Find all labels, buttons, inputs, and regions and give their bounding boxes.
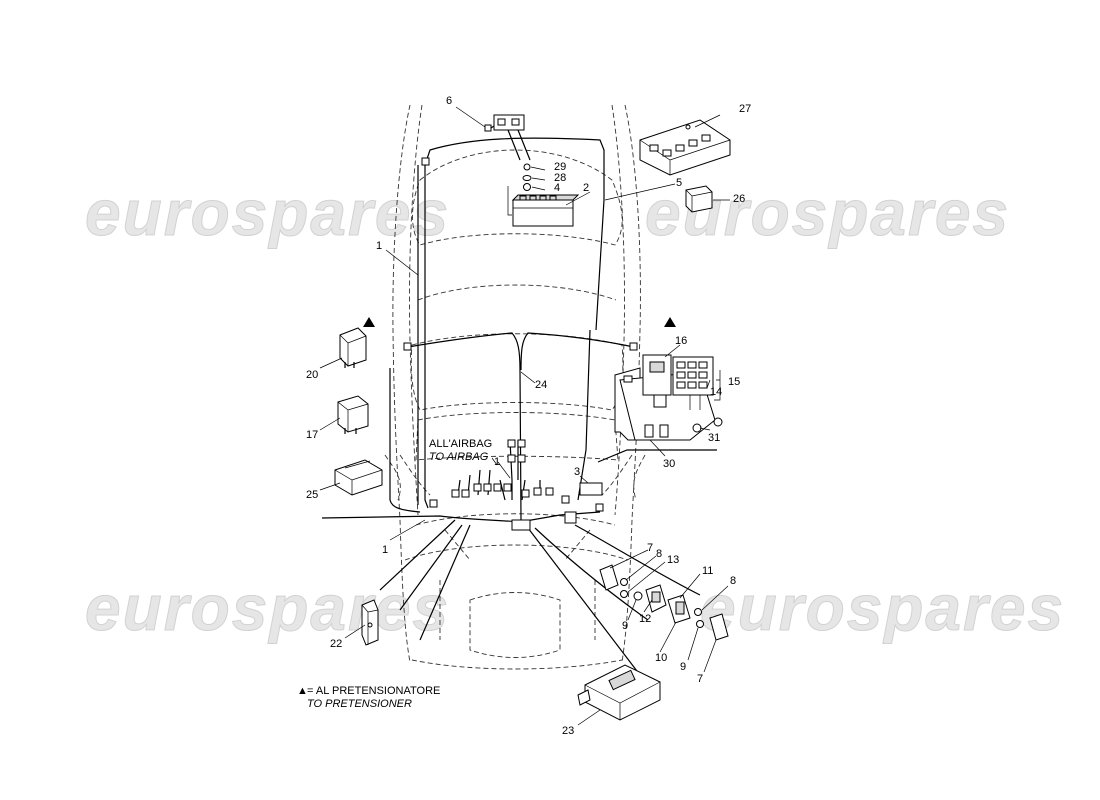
- callout-1-top: 1: [376, 240, 382, 252]
- sensor-assembly-right[interactable]: [667, 594, 729, 641]
- callout-17: 17: [306, 429, 318, 441]
- harness-connectors: [403, 157, 638, 531]
- control-module-25[interactable]: [334, 459, 383, 496]
- wiring-harness: [321, 137, 717, 676]
- callout-labels: 6 29 28 4 2 5 27 26 1 20 17 25 16 15 14 …: [306, 95, 751, 737]
- relay-17[interactable]: [337, 395, 369, 434]
- callout-13: 13: [667, 554, 679, 566]
- callout-24: 24: [535, 379, 547, 391]
- callout-14: 14: [710, 386, 722, 398]
- pretensioner-marker-right: [664, 317, 676, 327]
- callout-5: 5: [676, 177, 682, 189]
- leader-lines: [319, 106, 730, 726]
- callout-6: 6: [446, 95, 452, 107]
- callout-9-right: 9: [680, 661, 686, 673]
- car-body-outline: [384, 104, 646, 670]
- callout-9-left: 9: [622, 620, 628, 632]
- battery-connector-plate[interactable]: [484, 114, 531, 161]
- fuse-relay-box[interactable]: [614, 354, 723, 441]
- callout-27: 27: [739, 103, 751, 115]
- callout-23: 23: [562, 725, 574, 737]
- legend-italian: = AL PRETENSIONATORE: [307, 685, 440, 697]
- callout-4: 4: [554, 182, 560, 194]
- airbag-note-italian: ALL'AIRBAG: [429, 438, 492, 450]
- sensor-assembly-left[interactable]: [599, 564, 667, 613]
- callout-26: 26: [733, 193, 745, 205]
- relay-26[interactable]: [685, 185, 713, 213]
- relay-holder-bracket[interactable]: [639, 119, 731, 176]
- connector-block-3[interactable]: [579, 482, 603, 496]
- callout-10: 10: [655, 652, 667, 664]
- callout-22: 22: [330, 638, 342, 650]
- callout-15: 15: [728, 376, 740, 388]
- callout-30: 30: [663, 458, 675, 470]
- callout-7-top: 7: [647, 542, 653, 554]
- watermark-4: eurospares: [700, 572, 1065, 644]
- legend-symbol: ▲: [297, 685, 308, 697]
- pretensioner-marker-left: [363, 317, 375, 327]
- battery[interactable]: [507, 186, 580, 227]
- callout-1-bottom: 1: [382, 544, 388, 556]
- callout-25: 25: [306, 489, 318, 501]
- battery-terminal-parts[interactable]: [522, 163, 532, 191]
- airbag-note: ALL'AIRBAG TO AIRBAG: [429, 438, 498, 466]
- legend-english: TO PRETENSIONER: [307, 698, 412, 710]
- callout-12: 12: [639, 613, 651, 625]
- callout-7-bottom: 7: [697, 673, 703, 685]
- callout-2: 2: [583, 182, 589, 194]
- callout-3: 3: [574, 466, 580, 478]
- callout-8-left: 8: [656, 548, 662, 560]
- callout-20: 20: [306, 369, 318, 381]
- callout-28: 28: [554, 172, 566, 184]
- callout-29: 29: [554, 161, 566, 173]
- bracket-22[interactable]: [361, 599, 379, 646]
- airbag-note-english: TO AIRBAG: [429, 451, 489, 463]
- callout-31: 31: [708, 432, 720, 444]
- relay-20[interactable]: [339, 327, 367, 368]
- airbag-control-unit[interactable]: [577, 664, 661, 721]
- callout-1-center: 1: [494, 456, 500, 468]
- watermark-3: eurospares: [85, 572, 450, 644]
- callout-16: 16: [675, 335, 687, 347]
- callout-8-right: 8: [730, 575, 736, 587]
- callout-11: 11: [702, 565, 713, 577]
- watermark-1: eurospares: [85, 177, 450, 249]
- pretensioner-legend: ▲ = AL PRETENSIONATORE TO PRETENSIONER: [297, 685, 440, 710]
